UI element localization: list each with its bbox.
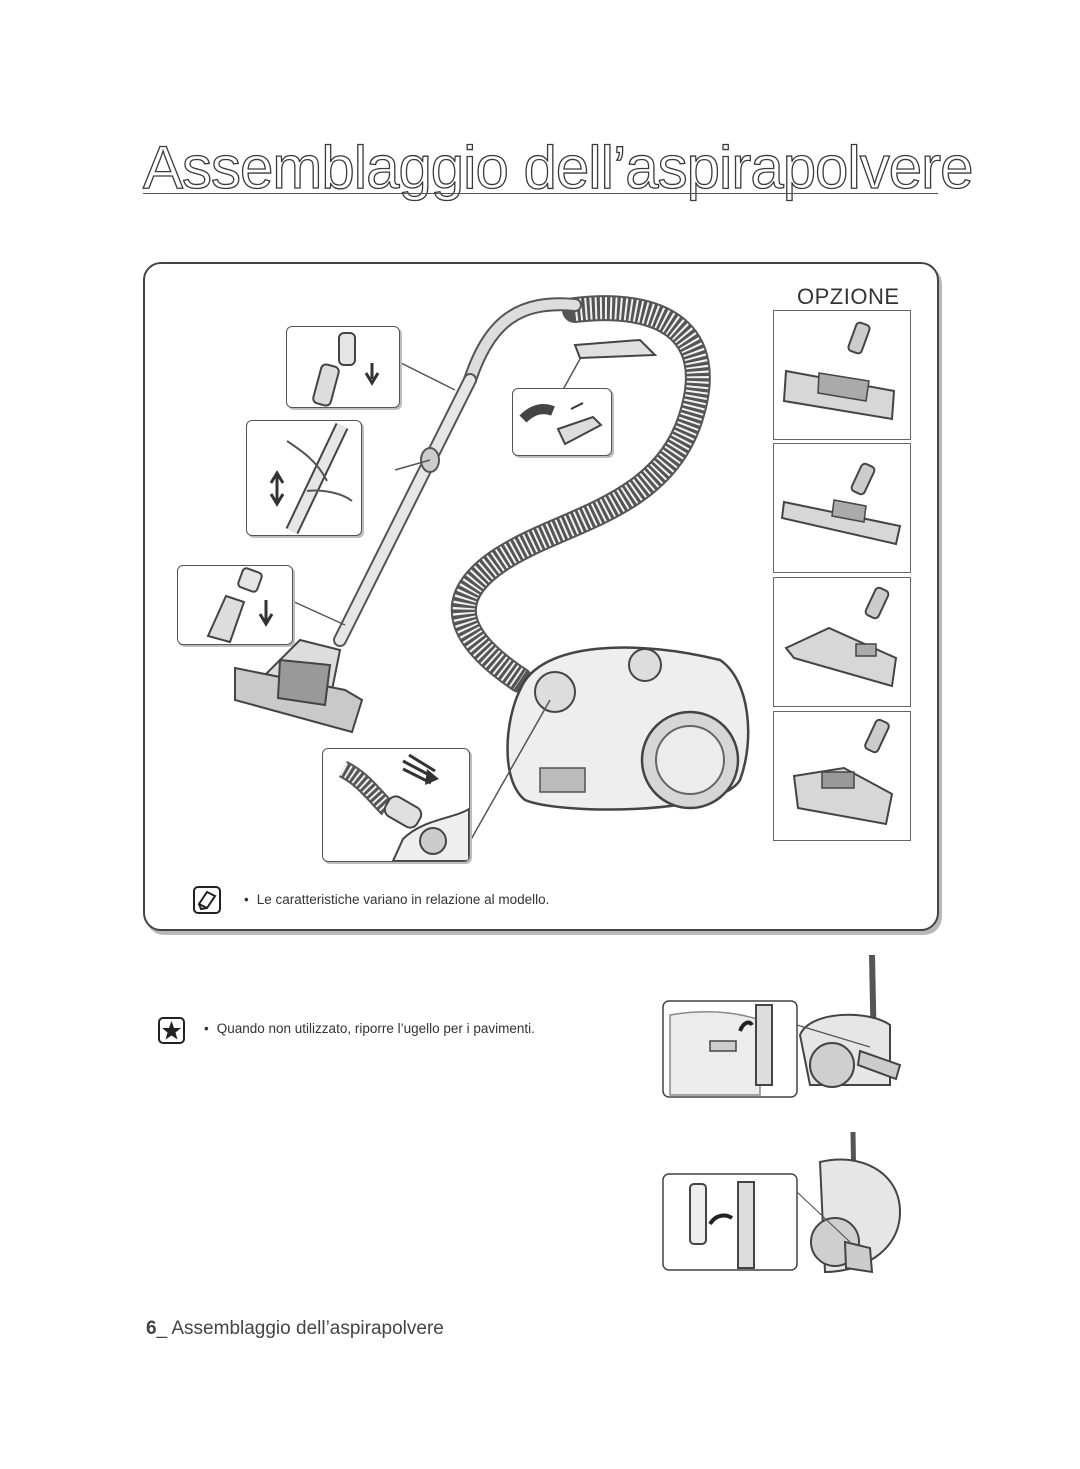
option-nozzle-3 — [773, 577, 911, 707]
vacuum-cleaner-illustration — [234, 295, 750, 851]
page-footer: 6_ Assemblaggio dell’aspirapolvere — [146, 1318, 444, 1340]
inset-tube-connection — [286, 326, 400, 408]
title-divider — [143, 193, 938, 194]
note-text: Le caratteristiche variano in relazione … — [244, 892, 550, 907]
option-label: OPZIONE — [797, 284, 900, 309]
inset-tube-adjust — [246, 420, 362, 536]
tip-text: Quando non utilizzato, riporre l’ugello … — [204, 1021, 535, 1036]
note-pencil-icon — [193, 886, 221, 914]
inset-brush-connection — [177, 565, 293, 645]
storage-illustration-vertical — [662, 1132, 902, 1274]
option-nozzle-1 — [773, 310, 911, 440]
page-title: Assemblaggio dell’aspirapolvere — [142, 133, 974, 201]
star-icon — [158, 1017, 185, 1044]
storage-illustration-horizontal — [662, 955, 902, 1098]
option-nozzle-4 — [773, 711, 911, 841]
inset-crevice-tool — [512, 388, 612, 456]
footer-section-title: _ Assemblaggio dell’aspirapolvere — [156, 1318, 444, 1339]
option-nozzle-2 — [773, 443, 911, 573]
page-number: 6 — [146, 1318, 157, 1339]
inset-hose-connection — [322, 748, 470, 862]
